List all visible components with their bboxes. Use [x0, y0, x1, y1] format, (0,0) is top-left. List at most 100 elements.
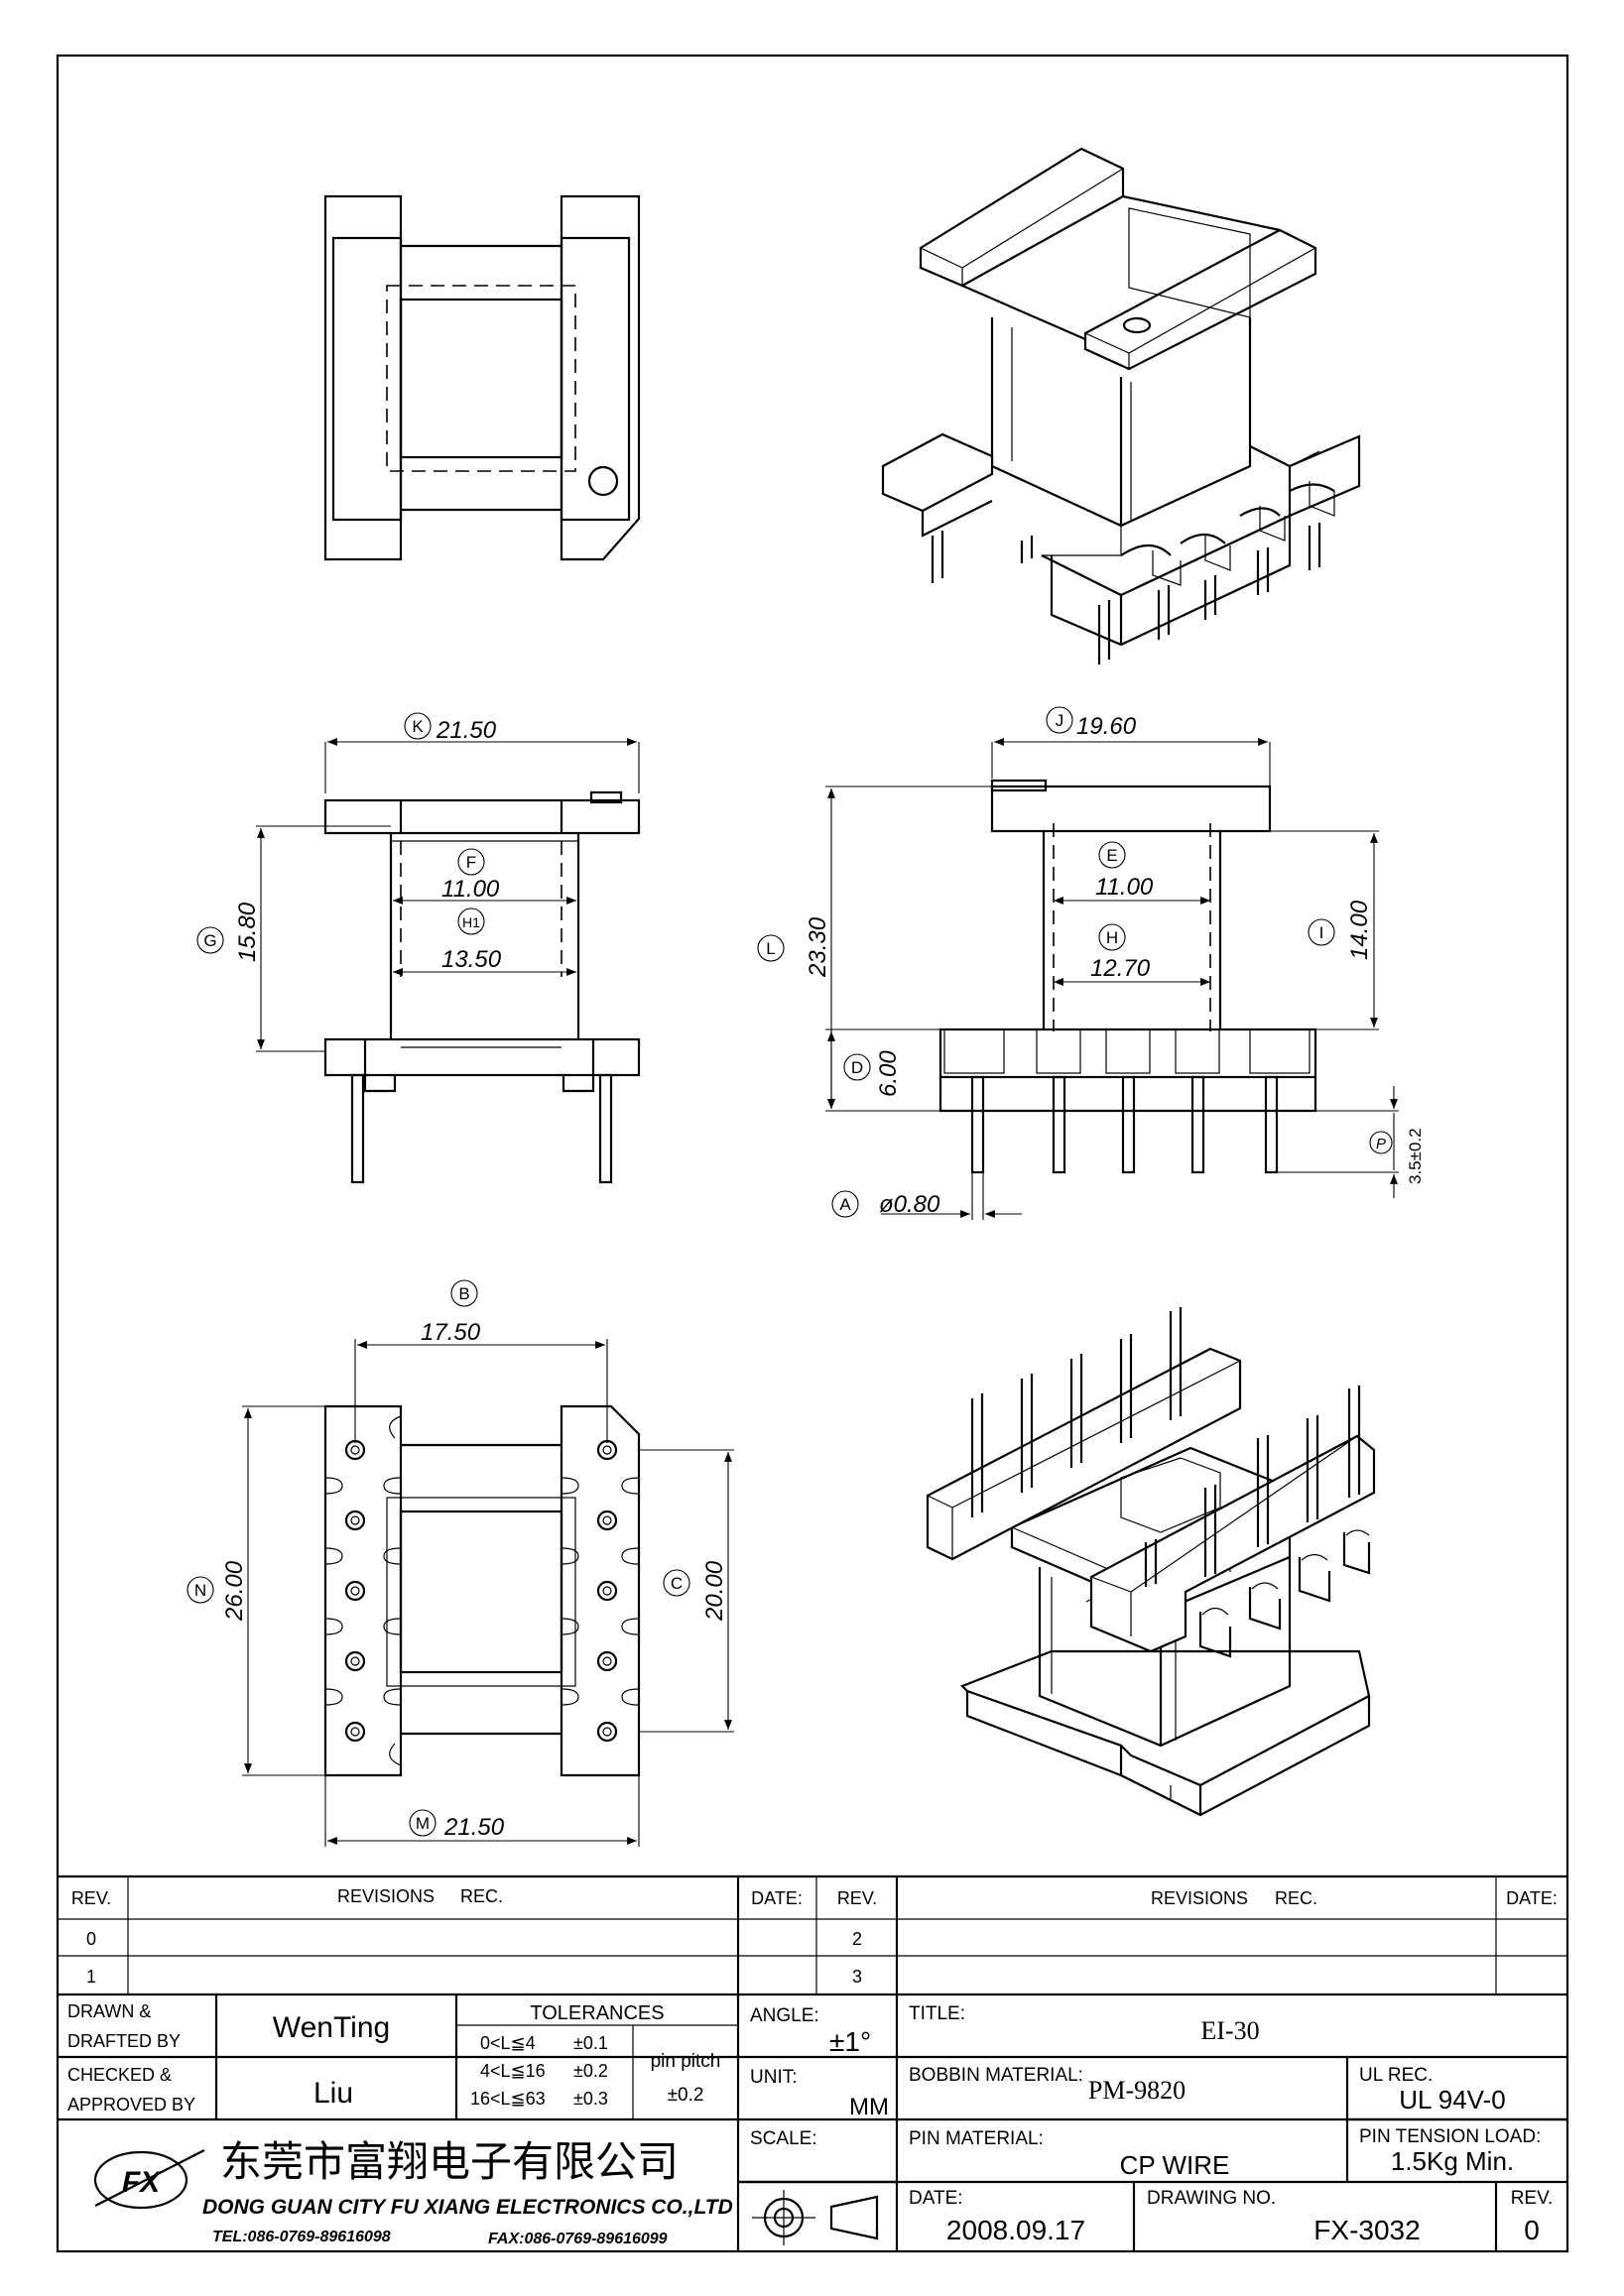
company-fax: FAX:086-0769-89616099	[488, 2231, 668, 2247]
dim-P-letter: P	[1376, 1136, 1386, 1152]
top-view	[323, 194, 641, 561]
checked-label-1: CHECKED &	[67, 2065, 172, 2085]
dim-N-letter: N	[194, 1581, 206, 1600]
ul-rec-value: UL 94V-0	[1399, 2085, 1505, 2115]
drawing-no-label: DRAWING NO.	[1147, 2188, 1276, 2209]
date-value: 2008.09.17	[946, 2215, 1085, 2245]
sheet-border	[56, 54, 1569, 2253]
pin-pitch-label: pin pitch	[651, 2051, 721, 2072]
unit-value: MM	[849, 2094, 889, 2120]
projection-symbol-icon	[752, 2190, 879, 2245]
dim-N-value: 26.00	[221, 1560, 248, 1622]
front-view	[256, 738, 641, 1184]
unit-label: UNIT:	[750, 2067, 798, 2088]
rev-row-3: 3	[852, 1967, 862, 1987]
dim-L-value: 23.30	[805, 916, 831, 978]
dim-M-letter: M	[416, 1814, 430, 1833]
tol-value-1: ±0.1	[573, 2033, 608, 2053]
dim-G-value: 15.80	[234, 902, 261, 962]
tol-range-2: 4<L≦16	[480, 2061, 546, 2081]
bottom-view	[242, 1339, 734, 1847]
pin-tension-label: PIN TENSION LOAD:	[1359, 2126, 1541, 2147]
dim-L-letter: L	[766, 939, 775, 958]
tol-value-3: ±0.3	[573, 2089, 608, 2109]
dim-B-value: 17.50	[421, 1319, 481, 1346]
tol-range-3: 16<L≦63	[470, 2089, 546, 2109]
company-tel: TEL:086-0769-89616098	[212, 2229, 391, 2245]
side-view	[825, 738, 1399, 1220]
dim-K: K 21.50	[404, 712, 497, 744]
tol-range-1: 0<L≦4	[480, 2033, 536, 2053]
dim-E-letter: E	[1106, 846, 1117, 865]
pin-tension-value: 1.5Kg Min.	[1391, 2146, 1514, 2176]
title-value: EI-30	[1200, 2016, 1259, 2045]
dim-F-letter: F	[466, 853, 476, 872]
dim-K-letter: K	[412, 717, 424, 736]
company-name-en: DONG GUAN CITY FU XIANG ELECTRONICS CO.,…	[202, 2196, 733, 2219]
dim-J-letter: J	[1056, 711, 1064, 730]
dim-J: J 19.60	[1046, 706, 1137, 740]
rev-header-left: REV.	[71, 1888, 111, 1908]
rev-label: REV.	[1511, 2188, 1554, 2209]
bobbin-material-value: PM-9820	[1088, 2076, 1186, 2105]
dim-D-value: 6.00	[875, 1050, 902, 1097]
dim-H-letter: H	[1106, 928, 1118, 947]
dim-H1-value: 13.50	[441, 946, 502, 973]
dim-I-letter: I	[1319, 923, 1324, 942]
title-block	[58, 1874, 1567, 2251]
dim-C: C 20.00	[663, 1560, 728, 1622]
tol-value-2: ±0.2	[573, 2061, 608, 2081]
dim-A: A ø0.80	[831, 1190, 940, 1218]
revisions-header-left: REVISIONS	[337, 1886, 435, 1906]
dim-L: L 23.30	[757, 916, 831, 978]
dim-M-value: 21.50	[443, 1814, 505, 1841]
dim-N: N 26.00	[187, 1560, 248, 1622]
pin-pitch-value: ±0.2	[668, 2085, 704, 2106]
rec-header-left: REC.	[460, 1886, 503, 1906]
pin-material-value: CP WIRE	[1120, 2150, 1230, 2180]
dim-A-letter: A	[839, 1195, 851, 1214]
company-name-cn: 东莞市富翔电子有限公司	[220, 2138, 679, 2185]
dim-P: P 3.5±0.2	[1369, 1128, 1425, 1184]
dim-G: G 15.80	[196, 902, 261, 962]
dim-H-value: 12.70	[1090, 955, 1151, 982]
dim-I-value: 14.00	[1346, 900, 1373, 960]
dim-C-letter: C	[671, 1574, 683, 1593]
pin1-mark-icon	[587, 465, 619, 497]
rev-row-0: 0	[86, 1929, 96, 1949]
dim-H1: H1 13.50	[441, 907, 502, 973]
rev-row-2: 2	[852, 1929, 862, 1949]
drawn-by: WenTing	[273, 2011, 390, 2044]
rec-header-right: REC.	[1275, 1888, 1317, 1908]
tolerances-label: TOLERANCES	[530, 2002, 664, 2024]
date-header-right: DATE:	[1506, 1888, 1558, 1908]
dim-E-value: 11.00	[1095, 874, 1154, 901]
date-header-left: DATE:	[751, 1888, 803, 1908]
dim-B: B 17.50	[421, 1279, 481, 1346]
dim-H: H 12.70	[1090, 923, 1151, 982]
dim-H1-letter: H1	[462, 914, 480, 930]
isometric-view-bottom	[926, 1307, 1376, 1817]
logo-text: FX	[122, 2166, 162, 2199]
angle-label: ANGLE:	[750, 2005, 819, 2026]
dim-J-value: 19.60	[1076, 713, 1137, 740]
rev-row-1: 1	[86, 1967, 96, 1987]
pin1-mark-icon	[1122, 316, 1152, 334]
company-logo: FX	[93, 2149, 205, 2210]
checked-label-2: APPROVED BY	[67, 2095, 195, 2115]
dim-D-letter: D	[851, 1058, 863, 1077]
angle-value: ±1°	[829, 2026, 871, 2057]
rev-header-right: REV.	[837, 1888, 877, 1908]
ul-rec-label: UL REC.	[1359, 2065, 1433, 2086]
dim-C-value: 20.00	[701, 1560, 728, 1622]
drawn-label-2: DRAFTED BY	[67, 2031, 181, 2051]
pin-material-label: PIN MATERIAL:	[909, 2128, 1044, 2149]
dim-F-value: 11.00	[441, 876, 500, 903]
dim-G-letter: G	[203, 931, 216, 950]
dim-P-value: 3.5±0.2	[1406, 1128, 1425, 1184]
dim-I: I 14.00	[1308, 900, 1373, 960]
dim-F: F 11.00	[441, 848, 500, 903]
scale-label: SCALE:	[750, 2128, 817, 2149]
isometric-view-top	[881, 147, 1361, 665]
